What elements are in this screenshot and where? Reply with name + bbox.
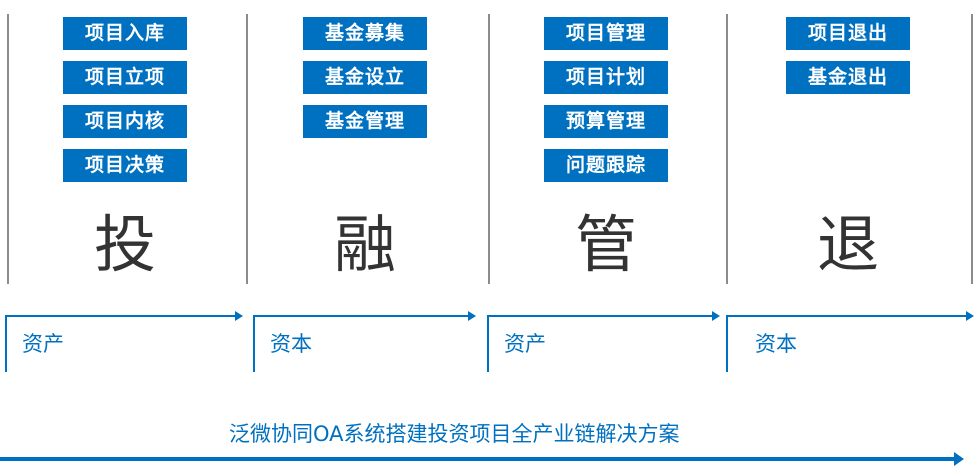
- flow-label: 资产: [22, 332, 64, 356]
- stage-item[interactable]: 基金退出: [786, 61, 910, 94]
- flow-label: 资本: [755, 332, 797, 356]
- arrow-right-icon: [468, 311, 476, 321]
- flow-label: 资产: [504, 332, 546, 356]
- flow-arrow: 资产: [5, 311, 243, 372]
- stage-item[interactable]: 预算管理: [544, 105, 668, 138]
- stage-item[interactable]: 项目决策: [63, 149, 187, 182]
- stage-title: 管: [574, 208, 637, 281]
- column-separator: [726, 14, 728, 284]
- stage-item[interactable]: 基金设立: [303, 61, 427, 94]
- arrow-right-icon: [954, 452, 964, 466]
- column-separator: [488, 14, 490, 284]
- stage-item[interactable]: 项目内核: [63, 105, 187, 138]
- main-flow-arrow: [0, 452, 964, 466]
- arrow-right-icon: [235, 311, 243, 321]
- flow-arrow: 资本: [726, 311, 974, 372]
- stage-item[interactable]: 基金管理: [303, 105, 427, 138]
- flow-arrow: 资产: [487, 311, 720, 372]
- column-separator: [7, 14, 9, 284]
- column-separator: [971, 14, 973, 284]
- arrow-right-icon: [966, 311, 974, 321]
- stage-title: 投: [93, 208, 156, 281]
- stage-item[interactable]: 项目立项: [63, 61, 187, 94]
- flow-label: 资本: [270, 332, 312, 356]
- arrow-right-icon: [712, 311, 720, 321]
- footer-title: 泛微协同OA系统搭建投资项目全产业链解决方案: [229, 422, 680, 446]
- stage-item[interactable]: 问题跟踪: [544, 149, 668, 182]
- stage-item[interactable]: 项目管理: [544, 17, 668, 50]
- stage-item[interactable]: 项目退出: [786, 17, 910, 50]
- stage-item[interactable]: 项目入库: [63, 17, 187, 50]
- column-separator: [246, 14, 248, 284]
- stage-title: 融: [333, 208, 396, 281]
- stage-item[interactable]: 项目计划: [544, 61, 668, 94]
- stage-item[interactable]: 基金募集: [303, 17, 427, 50]
- flow-arrow: 资本: [253, 311, 476, 372]
- stage-title: 退: [816, 208, 879, 281]
